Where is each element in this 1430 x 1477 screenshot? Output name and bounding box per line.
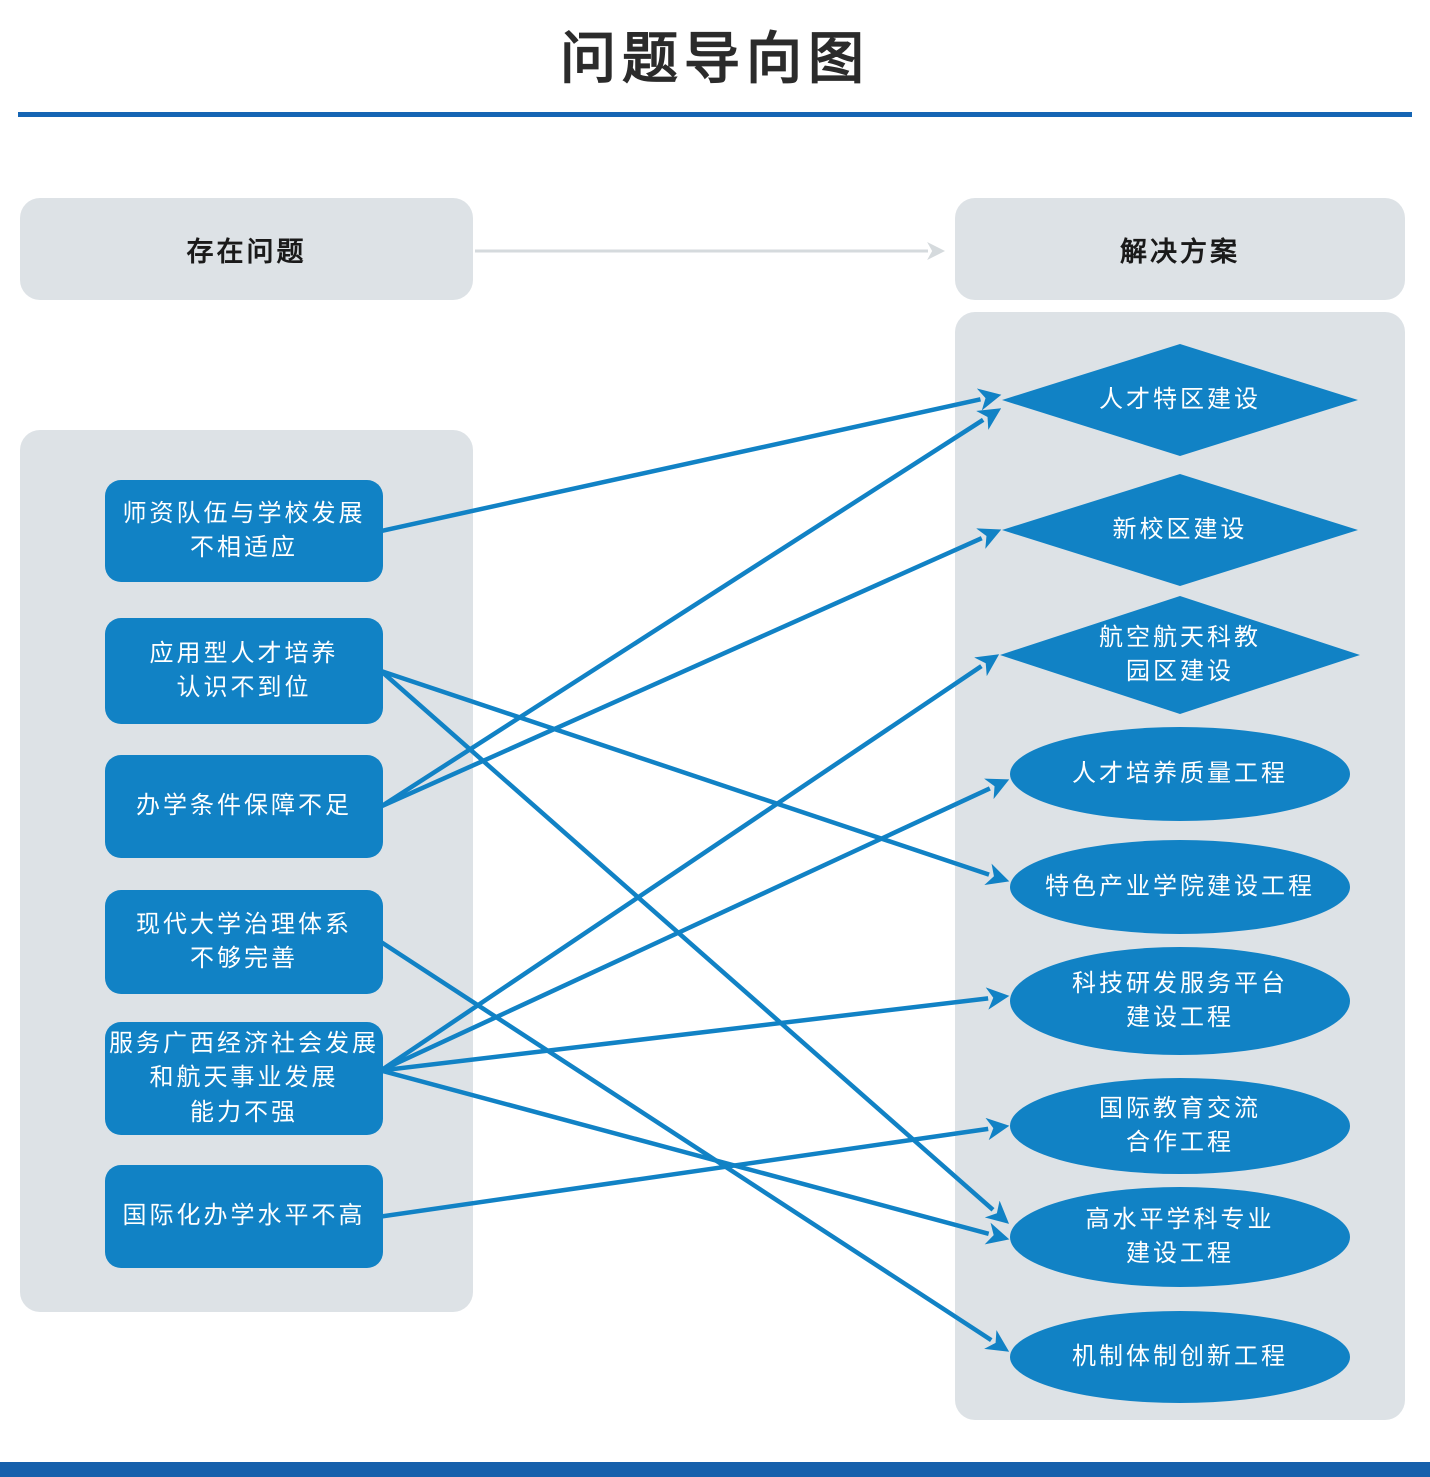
- solutions-panel: [955, 312, 1405, 1420]
- problems-panel: [20, 430, 473, 1312]
- header-solutions: 解决方案: [955, 198, 1405, 300]
- page-title: 问题导向图: [560, 27, 870, 90]
- header-existing-problems: 存在问题: [20, 198, 473, 300]
- bottom-accent-bar: [0, 1462, 1430, 1477]
- title-underline: [18, 112, 1412, 117]
